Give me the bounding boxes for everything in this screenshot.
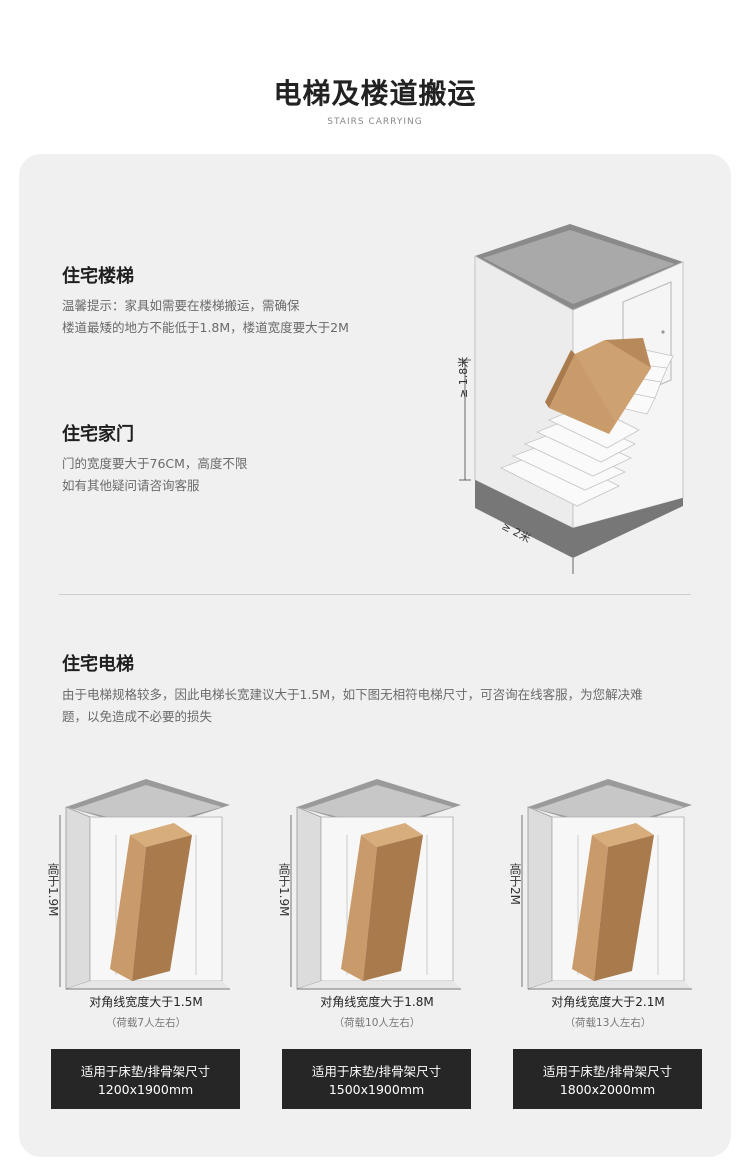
door-text: 门的宽度要大于76CM，高度不限 如有其他疑问请咨询客服 bbox=[62, 453, 247, 497]
size-box-fit-1: 适用于床垫/排骨架尺寸 bbox=[80, 1064, 211, 1079]
elevator-height-label-2: 高于1.9M bbox=[277, 863, 291, 917]
elevator-load-label-2: （荷载10人左右） bbox=[333, 1017, 421, 1029]
elevator-diagonal-label-1: 对角线宽度大于1.5M bbox=[89, 995, 203, 1009]
stairs-text: 温馨提示：家具如需要在楼梯搬运，需确保 楼道最矮的地方不能低于1.8M，楼道宽度… bbox=[62, 295, 349, 339]
elevator-height-label-1: 高于1.9M bbox=[46, 863, 60, 917]
size-box-size-2: 1500x1900mm bbox=[328, 1082, 425, 1097]
stairs-line-2: 楼道最矮的地方不能低于1.8M，楼道宽度要大于2M bbox=[62, 320, 349, 335]
door-title: 住宅家门 bbox=[62, 424, 134, 445]
elevator-diagonal-label-2: 对角线宽度大于1.8M bbox=[320, 995, 434, 1009]
stairs-line-1: 温馨提示：家具如需要在楼梯搬运，需确保 bbox=[62, 298, 300, 313]
size-box-fit-3: 适用于床垫/排骨架尺寸 bbox=[542, 1064, 673, 1079]
elevator-text: 由于电梯规格较多，因此电梯长宽建议大于1.5M，如下图无相符电梯尺寸，可咨询在线… bbox=[62, 684, 702, 728]
header: 电梯及楼道搬运 STAIRS CARRYING bbox=[0, 0, 750, 150]
stairs-title: 住宅楼梯 bbox=[62, 266, 134, 287]
elevator-load-label-3: （荷载13人左右） bbox=[564, 1017, 652, 1029]
page-subtitle: STAIRS CARRYING bbox=[327, 117, 423, 127]
size-box-size-1: 1200x1900mm bbox=[97, 1082, 194, 1097]
elevator-line-2: 题，以免造成不必要的损失 bbox=[62, 709, 213, 724]
size-box-2: 适用于床垫/排骨架尺寸 1500x1900mm bbox=[282, 1049, 471, 1109]
elevator-line-1: 由于电梯规格较多，因此电梯长宽建议大于1.5M，如下图无相符电梯尺寸，可咨询在线… bbox=[62, 687, 643, 702]
elevator-card-2: 高于1.9M 对角线宽度大于1.8M （荷载10人左右） bbox=[277, 775, 477, 1035]
stairs-height-label: ≥ 1.8米 bbox=[457, 356, 470, 398]
section-divider bbox=[59, 594, 691, 595]
elevator-height-label-3: 高于2M bbox=[508, 863, 522, 905]
elevator-title: 住宅电梯 bbox=[62, 654, 134, 675]
elevator-diagonal-label-3: 对角线宽度大于2.1M bbox=[551, 995, 665, 1009]
size-box-size-3: 1800x2000mm bbox=[559, 1082, 656, 1097]
size-box-1: 适用于床垫/排骨架尺寸 1200x1900mm bbox=[51, 1049, 240, 1109]
size-box-3: 适用于床垫/排骨架尺寸 1800x2000mm bbox=[513, 1049, 702, 1109]
door-line-1: 门的宽度要大于76CM，高度不限 bbox=[62, 456, 248, 471]
elevator-card-3: 高于2M 对角线宽度大于2.1M （荷载13人左右） bbox=[508, 775, 708, 1035]
elevator-load-label-1: （荷载7人左右） bbox=[105, 1017, 187, 1029]
door-line-2: 如有其他疑问请咨询客服 bbox=[62, 478, 200, 493]
page-title: 电梯及楼道搬运 bbox=[273, 77, 477, 110]
elevator-card-1: 高于1.9M 对角线宽度大于1.5M （荷载7人左右） bbox=[46, 775, 246, 1035]
size-box-fit-2: 适用于床垫/排骨架尺寸 bbox=[311, 1064, 442, 1079]
staircase-illustration: ≥ 1.8米 ≥ 2米 bbox=[455, 218, 695, 578]
